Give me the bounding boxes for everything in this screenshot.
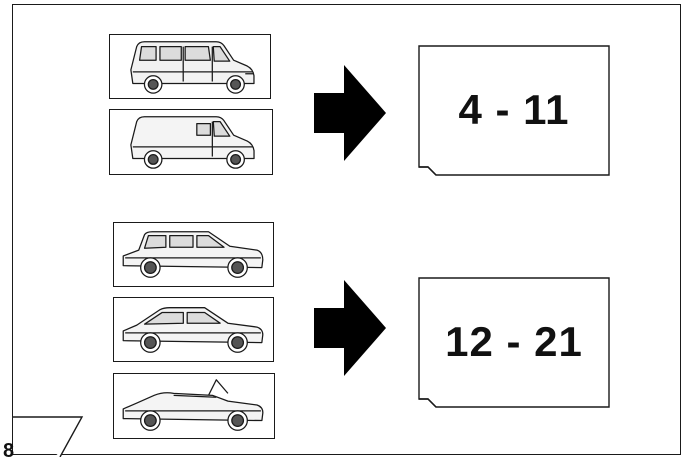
page-outline-icon: [418, 45, 610, 176]
page-outline-icon: [418, 277, 610, 408]
estate-car-drawing: [122, 231, 264, 278]
figure-tab-icon: [0, 416, 84, 457]
page-range-label: 4 - 11: [458, 86, 570, 133]
panel-van-image: [109, 109, 273, 175]
figure-number: 8: [3, 440, 15, 462]
estate-car-image: [113, 222, 274, 287]
passenger-van-image: [109, 34, 271, 99]
passenger-van-drawing: [130, 41, 255, 94]
arrow-right-icon: [314, 65, 386, 161]
sedan-drawing: [122, 307, 264, 353]
convertible-drawing: [122, 379, 264, 431]
page-reference-box: 12 - 21: [418, 277, 610, 408]
sedan-image: [113, 297, 274, 362]
arrow-right-icon: [314, 280, 386, 376]
convertible-image: [113, 373, 275, 439]
page-range-label: 12 - 21: [445, 318, 583, 365]
page-reference-box: 4 - 11: [418, 45, 610, 176]
panel-van-drawing: [130, 116, 255, 169]
